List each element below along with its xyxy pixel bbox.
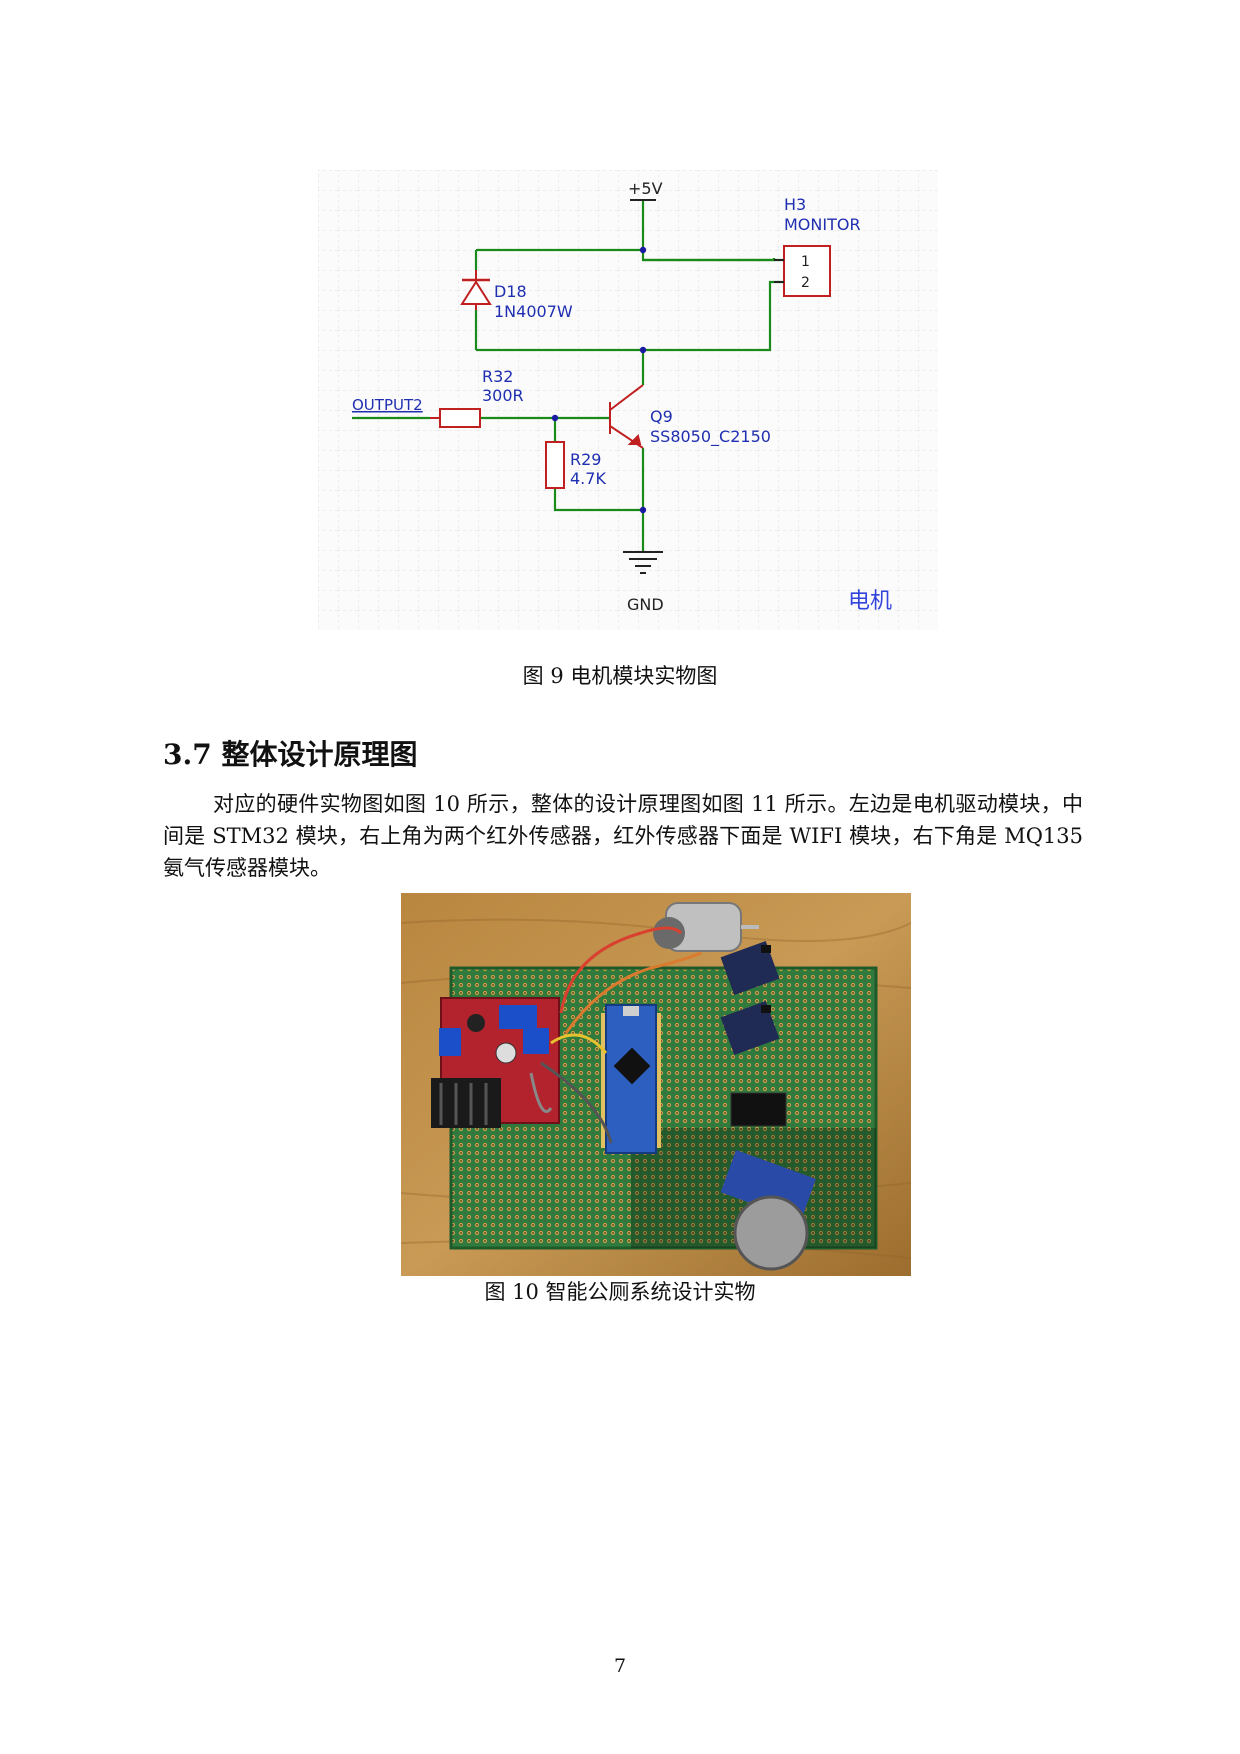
- section-heading: 3.7 整体设计原理图: [163, 738, 418, 771]
- transistor-value: SS8050_C2150: [650, 427, 771, 447]
- output2-net-label: OUTPUT2: [352, 396, 423, 414]
- svg-text:300R: 300R: [482, 386, 524, 405]
- ground-symbol: [623, 551, 663, 574]
- sheet-note: 电机: [848, 589, 892, 614]
- svg-text:4.7K: 4.7K: [570, 469, 606, 488]
- paragraph-text: 对应的硬件实物图如图 10 所示，整体的设计原理图如图 11 所示。左边是电机驱…: [163, 792, 1083, 880]
- svg-text:R32: R32: [482, 367, 513, 386]
- monitor-connector: 1 2 H3 MONITOR: [774, 195, 861, 297]
- svg-text:D18: D18: [494, 282, 527, 301]
- stm32-module: [601, 1004, 661, 1154]
- diode-d18: D18 1N4007W: [460, 270, 573, 321]
- ground-label: GND: [627, 595, 664, 614]
- figure-9-caption: 图 9 电机模块实物图: [522, 664, 718, 688]
- dc-motor: [653, 902, 759, 952]
- motor-driver-module: [431, 997, 560, 1128]
- body-paragraph: 对应的硬件实物图如图 10 所示，整体的设计原理图如图 11 所示。左边是电机驱…: [163, 788, 1083, 884]
- figure-10-caption: 图 10 智能公厕系统设计实物: [484, 1280, 756, 1304]
- svg-text:1: 1: [801, 254, 810, 270]
- mq135-sensor: [720, 1149, 816, 1271]
- svg-text:1N4007W: 1N4007W: [494, 302, 573, 321]
- motor-module-schematic: +5V 1 2 H3 MONITOR D18 1N4007W OUTPUT2 R…: [318, 170, 938, 630]
- svg-text:R29: R29: [570, 450, 601, 469]
- hardware-photo: [401, 893, 911, 1276]
- power-symbol: +5V: [628, 179, 663, 201]
- resistor-r32: R32 300R: [430, 367, 524, 428]
- transistor-ref: Q9: [650, 407, 673, 426]
- wifi-module: [730, 1092, 787, 1127]
- svg-text:2: 2: [801, 275, 810, 291]
- page-number: 7: [613, 1655, 627, 1677]
- svg-text:H3: H3: [784, 195, 806, 214]
- schematic-junctions: [551, 246, 647, 514]
- svg-text:MONITOR: MONITOR: [784, 215, 861, 234]
- transistor-q9: [609, 384, 644, 449]
- resistor-r29: R29 4.7K: [545, 441, 606, 489]
- ir-sensors: [720, 940, 780, 1056]
- svg-text:+5V: +5V: [628, 179, 663, 198]
